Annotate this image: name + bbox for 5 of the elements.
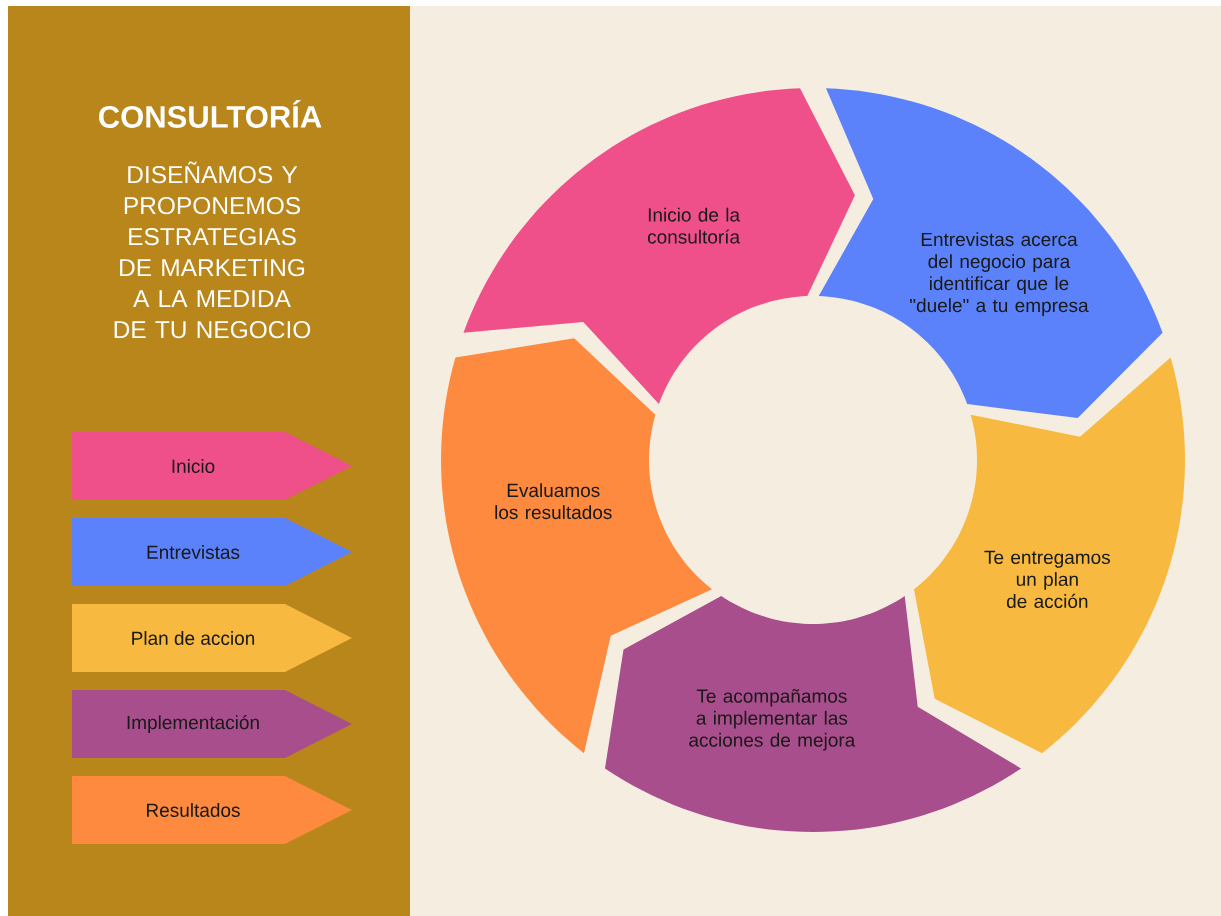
- arrow-segment: Inicio de la consultoría: [463, 88, 855, 404]
- subtitle: DISEÑAMOS Y PROPONEMOS ESTRATEGIAS DE MARKETING A LA MEDIDA DE TU NEGOCIO: [114, 161, 311, 339]
- arrow-segment: Entrevistas acerca del negocio para identificar que le "duele" a tu empresa: [818, 88, 1163, 419]
- arrow-segment: Te entregamos un plan de acción: [914, 357, 1185, 754]
- title: CONSULTORÍA: [99, 100, 322, 128]
